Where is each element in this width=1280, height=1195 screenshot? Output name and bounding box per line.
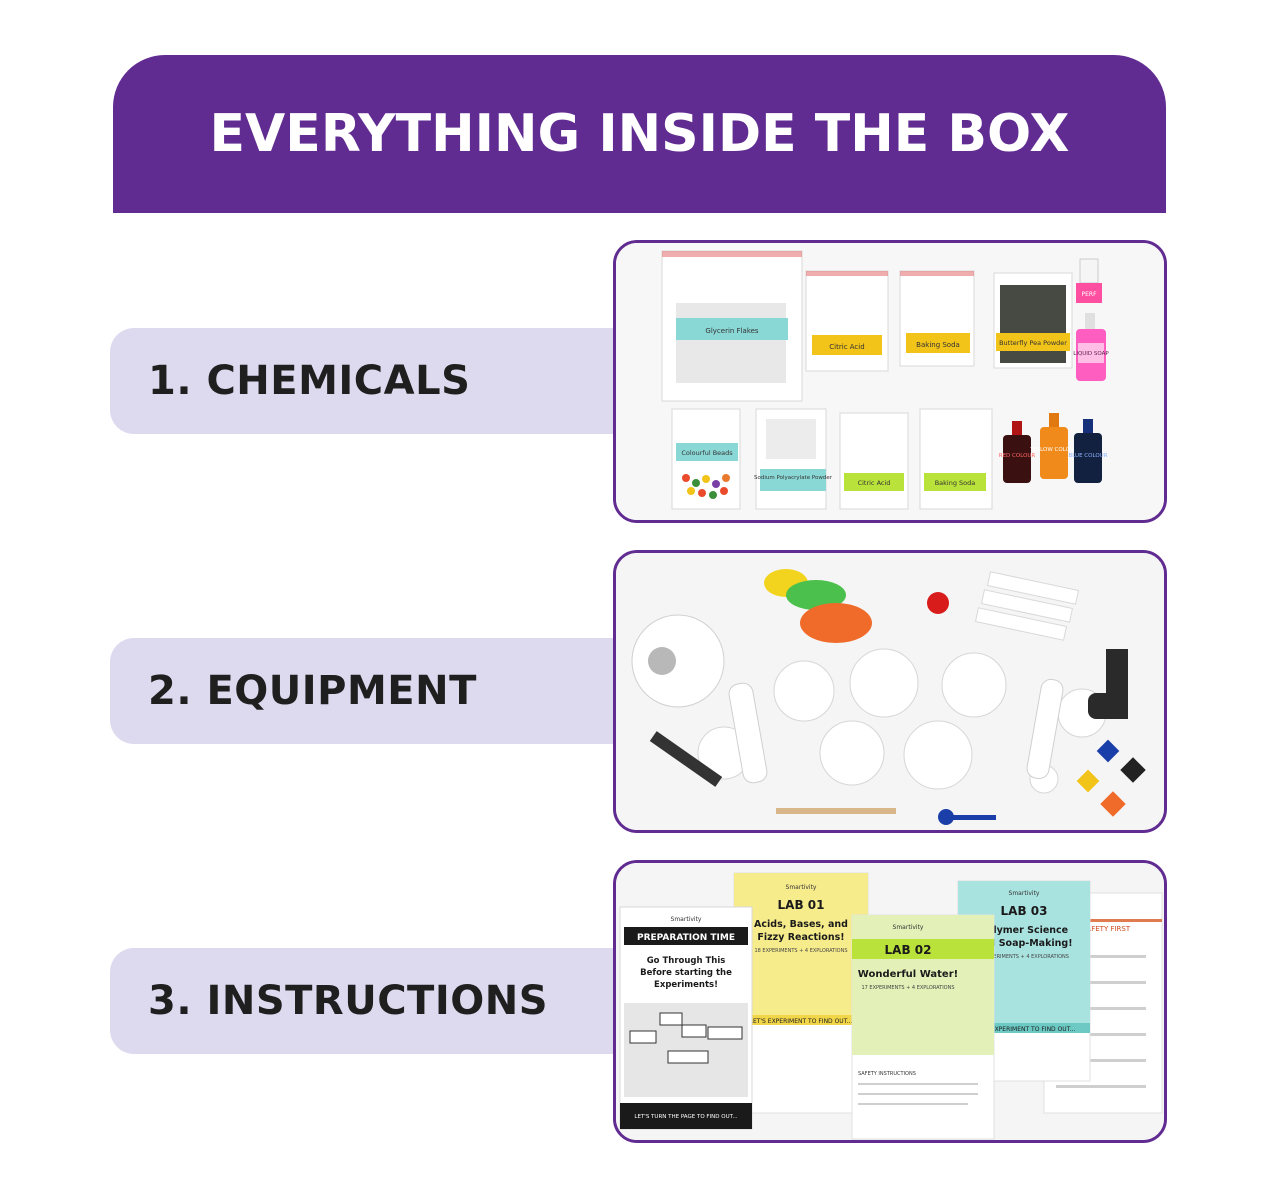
bottle-label: YELLOW COLOUR xyxy=(1029,447,1078,453)
prep-footer: LET'S TURN THE PAGE TO FIND OUT... xyxy=(634,1114,737,1120)
bag-citric-acid-2: Citric Acid xyxy=(839,412,909,510)
bag-label: Citric Acid xyxy=(829,343,864,351)
bag-label: Sodium Polyacrylate Powder xyxy=(754,475,833,481)
lab-title-line1: Polymer Science xyxy=(980,925,1068,936)
bottle-blue-colour: BLUE COLOUR xyxy=(1068,419,1108,483)
safety-heading: SAFETY INSTRUCTIONS xyxy=(858,1071,916,1077)
lab-cta: LET'S EXPERIMENT TO FIND OUT... xyxy=(750,1018,853,1025)
prep-title: PREPARATION TIME xyxy=(637,933,735,943)
preparation-booklet: Smartivity PREPARATION TIME Go Through T… xyxy=(619,906,753,1130)
bag-label: Baking Soda xyxy=(935,479,976,487)
equipment-photo xyxy=(613,550,1167,833)
prep-line1: Go Through This xyxy=(647,956,726,966)
bag-label: Colourful Beads xyxy=(681,449,733,457)
bottle-liquid-soap: LIQUID SOAP xyxy=(1073,313,1109,381)
bag-baking-soda: Baking Soda xyxy=(899,270,975,367)
brand-label: Smartivity xyxy=(893,924,924,931)
prep-line3: Experiments! xyxy=(654,980,718,990)
lab-title-line1: Acids, Bases, and xyxy=(754,919,848,930)
lab-title: Wonderful Water! xyxy=(858,969,958,980)
instructions-photo: SAFETY FIRST Smartivity LAB 03 Polymer S… xyxy=(613,860,1167,1143)
bottle-perf: PERF xyxy=(1076,258,1102,303)
bottle-label: PERF xyxy=(1081,291,1097,298)
bottle-yellow-colour: YELLOW COLOUR xyxy=(1029,413,1078,479)
bag-label: Citric Acid xyxy=(858,479,891,487)
bottle-label: RED COLOUR xyxy=(999,453,1036,459)
brand-label: Smartivity xyxy=(786,884,817,891)
lab-subtitle: 9 EXPERIMENTS + 4 EXPLORATIONS xyxy=(979,954,1069,960)
lab-title-line2: Fizzy Reactions! xyxy=(757,932,844,943)
brand-label: Smartivity xyxy=(1009,890,1040,897)
section-title: 2. EQUIPMENT xyxy=(148,668,477,714)
bottle-label: LIQUID SOAP xyxy=(1073,351,1109,357)
bag-butterfly-pea-powder: Butterfly Pea Powder xyxy=(993,272,1073,369)
lab-title-line2: and Soap-Making! xyxy=(975,938,1072,949)
section-label-chemicals: 1. CHEMICALS xyxy=(110,328,670,434)
lab-number: LAB 03 xyxy=(1001,904,1048,918)
lab-number: LAB 02 xyxy=(885,943,932,957)
bag-label: Butterfly Pea Powder xyxy=(999,339,1067,347)
section-label-instructions: 3. INSTRUCTIONS xyxy=(110,948,670,1054)
bag-label: Glycerin Flakes xyxy=(705,327,759,335)
equipment-illustration xyxy=(616,553,1164,830)
chemicals-illustration: Glycerin Flakes Citric Acid Baking Soda … xyxy=(616,243,1164,520)
prep-line2: Before starting the xyxy=(640,968,732,978)
bag-label: Baking Soda xyxy=(916,341,960,349)
brand-label: Smartivity xyxy=(671,916,702,923)
lab02-booklet: Smartivity LAB 02 Wonderful Water! 17 EX… xyxy=(851,914,995,1140)
page-title: EVERYTHING INSIDE THE BOX xyxy=(209,104,1070,164)
lab01-booklet: Smartivity LAB 01 Acids, Bases, and Fizz… xyxy=(733,872,869,1114)
bag-glycerin-flakes: Glycerin Flakes xyxy=(661,250,803,402)
lab-number: LAB 01 xyxy=(778,898,825,912)
bag-sodium-polyacrylate: Sodium Polyacrylate Powder xyxy=(754,408,833,510)
section-title: 3. INSTRUCTIONS xyxy=(148,978,548,1024)
bottle-label: BLUE COLOUR xyxy=(1068,453,1107,459)
chemicals-photo: Glycerin Flakes Citric Acid Baking Soda … xyxy=(613,240,1167,523)
lab-subtitle: 18 EXPERIMENTS + 4 EXPLORATIONS xyxy=(754,948,847,954)
bag-citric-acid: Citric Acid xyxy=(805,270,889,372)
safety-card-title: SAFETY FIRST xyxy=(1082,925,1131,933)
instructions-illustration: SAFETY FIRST Smartivity LAB 03 Polymer S… xyxy=(616,863,1164,1140)
lab-subtitle: 17 EXPERIMENTS + 4 EXPLORATIONS xyxy=(861,985,954,991)
bag-baking-soda-2: Baking Soda xyxy=(919,408,993,510)
section-label-equipment: 2. EQUIPMENT xyxy=(110,638,670,744)
lab-cta: LET'S EXPERIMENT TO FIND OUT... xyxy=(973,1026,1076,1033)
section-title: 1. CHEMICALS xyxy=(148,358,471,404)
header-banner: EVERYTHING INSIDE THE BOX xyxy=(113,55,1166,213)
bag-colourful-beads: Colourful Beads xyxy=(671,408,741,510)
bottle-red-colour: RED COLOUR xyxy=(999,421,1036,483)
